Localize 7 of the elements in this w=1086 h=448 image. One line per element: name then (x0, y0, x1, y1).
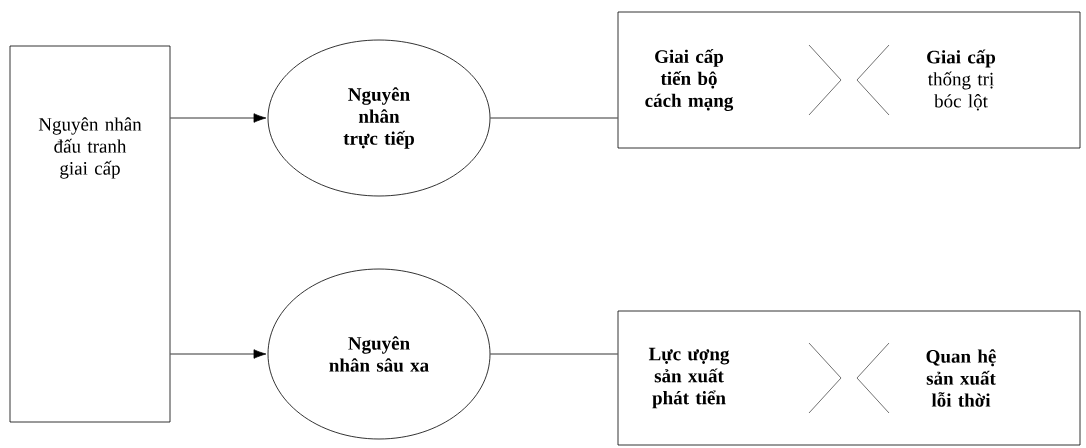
connector (490, 117, 618, 119)
cause-box: Nguyên nhân đấu tranh giai cấp (9, 45, 171, 423)
comparison-box: Lực ượng sản xuất phát tiển Quan hệ sản xuất lỗi thời (617, 310, 1081, 446)
connector (170, 113, 267, 123)
connector (490, 353, 618, 355)
comparison-box: Giai cấp tiến bộ cách mạng Giai cấp thống trị bóc lột (617, 11, 1081, 149)
connector (170, 349, 267, 359)
